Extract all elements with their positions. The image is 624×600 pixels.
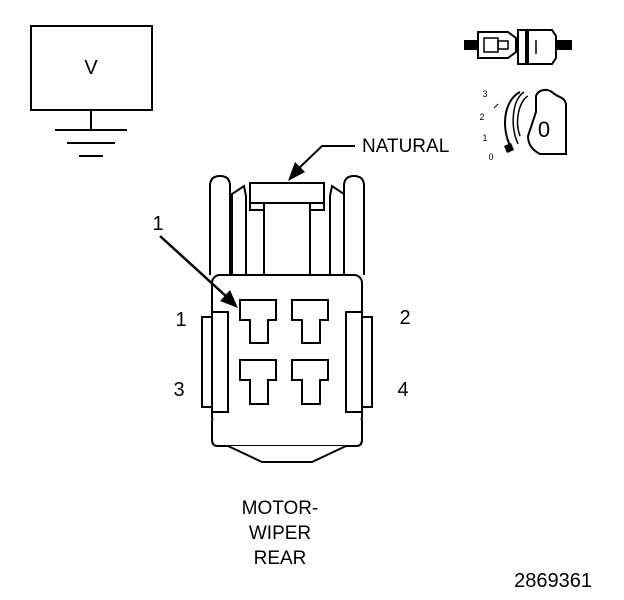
voltmeter-symbol: [30, 25, 153, 157]
connector-name: MOTOR- WIPER REAR: [205, 496, 355, 571]
callout-number: 1: [152, 213, 163, 235]
pin-label-3: 3: [173, 379, 184, 401]
cavity-4: [291, 359, 329, 405]
terminal-cavities: [239, 299, 329, 405]
pin-label-4: 4: [397, 379, 408, 401]
natural-leader-arrow: [288, 145, 355, 181]
voltmeter-label: V: [84, 57, 98, 79]
connector-plug-icon: [464, 29, 572, 65]
cavity-1: [239, 299, 277, 344]
key-switch-icon: [493, 88, 567, 155]
callout-arrow: [159, 235, 238, 308]
key-position-2: 2: [479, 112, 484, 122]
pin-label-2: 2: [399, 307, 410, 329]
figure-number: 2869361: [514, 570, 592, 592]
key-position-0: 0: [488, 152, 493, 162]
key-label: 0: [538, 117, 550, 142]
connector-color-label: NATURAL: [362, 136, 449, 157]
key-position-1: 1: [482, 133, 487, 143]
connector-name-line-3: REAR: [253, 548, 307, 569]
connector-name-line-2: WIPER: [248, 523, 312, 544]
key-position-3: 3: [482, 89, 487, 99]
cavity-2: [291, 299, 329, 344]
connector-name-line-1: MOTOR-: [241, 498, 319, 519]
pin-label-1: 1: [175, 309, 186, 331]
cavity-3: [239, 359, 277, 405]
connector-body: [201, 174, 373, 463]
